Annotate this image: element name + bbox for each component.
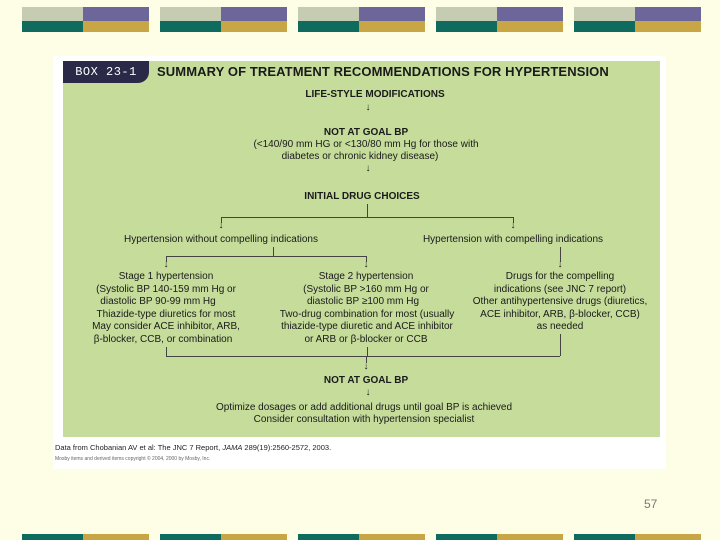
not-at-goal-heading-2: NOT AT GOAL BP (323, 375, 409, 386)
arrow-down-icon: ↓ (163, 259, 169, 270)
connector-line (560, 247, 561, 262)
not-at-goal-heading: NOT AT GOAL BP (323, 127, 409, 138)
compelling-line: Other antihypertensive drugs (diuretics, (472, 296, 648, 307)
box-badge: BOX 23-1 (63, 61, 149, 83)
without-compelling-indications: Hypertension without compelling indicati… (124, 234, 318, 245)
stage2-line: diastolic BP ≥100 mm Hg (306, 296, 420, 307)
connector-line (221, 217, 222, 223)
compelling-line: indications (see JNC 7 report) (493, 284, 627, 295)
branch-connector-line (166, 256, 366, 257)
initial-drug-choices-step: INITIAL DRUG CHOICES (304, 191, 420, 202)
citation-text: 289(19):2560-2572, 2003. (242, 443, 332, 452)
stage2-line: Two-drug combination for most (usually (279, 309, 455, 320)
arrow-down-icon: ↓ (510, 220, 516, 231)
compelling-line: as needed (536, 321, 584, 332)
compelling-line: Drugs for the compelling (505, 271, 615, 282)
stage2-line: Stage 2 hypertension (318, 271, 414, 282)
connector-line (166, 347, 167, 356)
page-number: 57 (644, 497, 658, 511)
treatment-summary-figure: BOX 23-1 SUMMARY OF TREATMENT RECOMMENDA… (53, 56, 666, 469)
stage1-line: (Systolic BP 140-159 mm Hg or (96, 284, 236, 295)
stage1-line: May consider ACE inhibitor, ARB, (92, 321, 240, 332)
top-decorative-band (0, 4, 720, 38)
flowchart-panel: BOX 23-1 SUMMARY OF TREATMENT RECOMMENDA… (63, 61, 660, 437)
connector-line (560, 334, 561, 356)
connector-line (513, 217, 514, 223)
stage1-line: Stage 1 hypertension (118, 271, 214, 282)
stage1-line: Thiazide-type diuretics for most (96, 309, 236, 320)
arrow-down-icon: ↓ (365, 387, 371, 398)
lifestyle-modifications-step: LIFE-STYLE MODIFICATIONS (305, 89, 445, 100)
final-recommendation-line: Consider consultation with hypertension … (253, 414, 475, 425)
stage1-line: diastolic BP 90-99 mm Hg (100, 296, 216, 307)
citation-text: Data from Chobanian AV et al: The JNC 7 … (55, 443, 223, 452)
with-compelling-indications: Hypertension with compelling indications (422, 234, 604, 245)
compelling-line: ACE inhibitor, ARB, β-blocker, CCB) (480, 309, 640, 320)
stage1-line: β-blocker, CCB, or combination (93, 334, 233, 345)
bottom-decorative-band (0, 532, 720, 540)
merge-connector-line (166, 356, 560, 357)
connector-line (367, 204, 368, 217)
stage2-line: thiazide-type diuretic and ACE inhibitor (281, 321, 453, 332)
stage2-line: or ARB or β-blocker or CCB (304, 334, 428, 345)
arrow-down-icon: ↓ (363, 361, 369, 372)
arrow-down-icon: ↓ (218, 220, 224, 231)
goal-criteria-line: (<140/90 mm HG or <130/80 mm Hg for thos… (253, 139, 479, 150)
arrow-down-icon: ↓ (557, 259, 563, 270)
connector-line (366, 256, 367, 262)
branch-connector-line (221, 217, 513, 218)
arrow-down-icon: ↓ (365, 102, 371, 113)
arrow-down-icon: ↓ (365, 163, 371, 174)
final-recommendation-line: Optimize dosages or add additional drugs… (215, 402, 513, 413)
connector-line (366, 356, 367, 363)
arrow-down-icon: ↓ (363, 259, 369, 270)
citation-journal: JAMA (222, 443, 243, 452)
box-title: SUMMARY OF TREATMENT RECOMMENDATIONS FOR… (157, 64, 609, 79)
source-citation: Data from Chobanian AV et al: The JNC 7 … (55, 443, 331, 452)
connector-line (166, 256, 167, 262)
stage2-line: (Systolic BP >160 mm Hg or (303, 284, 429, 295)
connector-line (367, 347, 368, 356)
goal-criteria-line: diabetes or chronic kidney disease) (281, 151, 439, 162)
connector-line (273, 247, 274, 256)
copyright-note: Mosby items and derived items copyright … (55, 456, 211, 462)
